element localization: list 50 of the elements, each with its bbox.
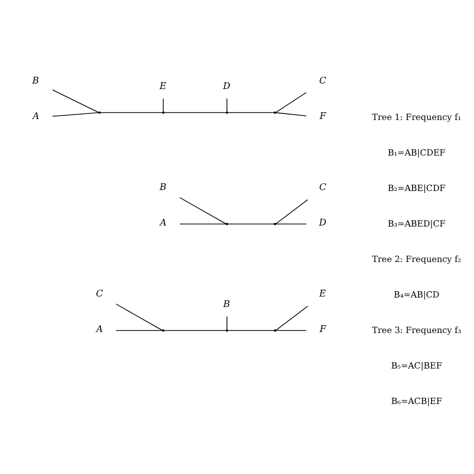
label: B₄=AB|CD [394, 290, 440, 300]
node-text: A [32, 110, 40, 122]
label: B₃=ABED|CF [388, 218, 446, 229]
node-point [226, 110, 228, 114]
label: Tree 2: Frequency f₂ [372, 254, 462, 264]
node-text: A [96, 324, 103, 335]
node-point [162, 110, 164, 114]
connector [275, 198, 308, 224]
node-text: E [319, 288, 326, 300]
label: B₅=AC|BEF [391, 360, 442, 371]
node-text: B [160, 182, 166, 193]
label: B₆=ACB|EF [391, 396, 442, 406]
connector [116, 303, 163, 330]
node-point [226, 222, 228, 225]
label: B₁=AB|CDEF [388, 148, 446, 158]
connector [179, 196, 226, 224]
node-text: D [318, 217, 326, 228]
node-text: C [96, 288, 103, 300]
node-point [274, 328, 276, 332]
node-point [274, 222, 276, 225]
connector [100, 112, 163, 113]
node-text: E [160, 80, 166, 92]
connector [226, 316, 228, 330]
connector [275, 305, 308, 330]
connector [275, 92, 307, 112]
node-point [98, 110, 101, 114]
connector [162, 98, 164, 112]
connector [179, 223, 226, 224]
connector [226, 98, 228, 112]
connector [52, 112, 100, 116]
connector [275, 223, 307, 224]
node-point [162, 328, 164, 332]
node-text: D [222, 80, 230, 92]
node-text: F [320, 324, 326, 335]
node-text: A [160, 217, 167, 228]
connector [164, 112, 226, 113]
node-text: B [223, 298, 230, 310]
node-text: F [320, 110, 326, 122]
node-point [274, 110, 276, 114]
connector [227, 112, 274, 113]
label: Tree 1: Frequency f₁ [372, 112, 462, 122]
label: B₂=ABE|CDF [388, 183, 446, 194]
node-text: B [32, 75, 40, 86]
connector [227, 223, 274, 224]
node-point [226, 328, 228, 332]
label: Tree 3: Frequency f₃ [372, 325, 462, 336]
node-text: C [319, 75, 326, 86]
node-text: C [319, 182, 326, 193]
connector [275, 112, 307, 116]
connector [52, 88, 100, 112]
